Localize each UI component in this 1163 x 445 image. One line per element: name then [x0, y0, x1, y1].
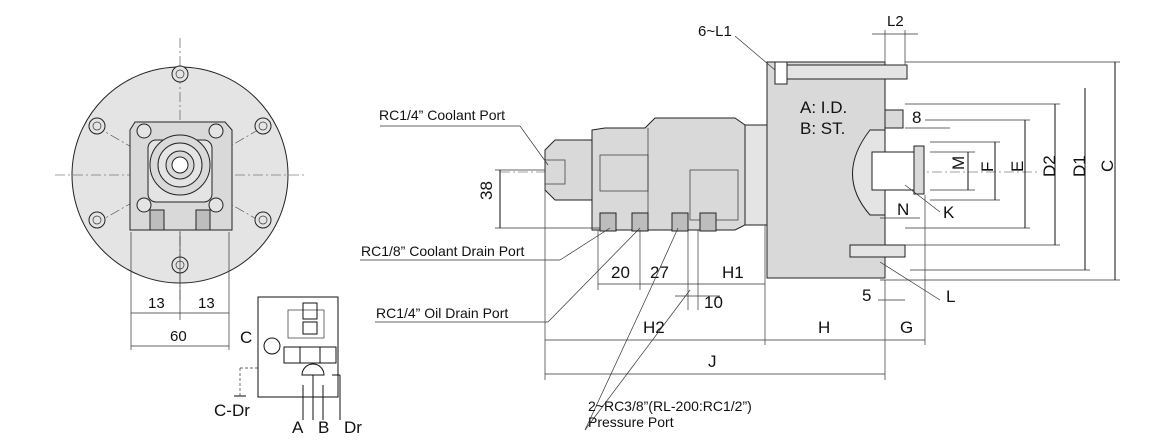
- schematic-label-b: B: [318, 418, 329, 437]
- dim-l2: L2: [887, 13, 904, 30]
- dim-60: 60: [170, 328, 187, 345]
- legend-a: A: I.D.: [800, 98, 847, 117]
- label-oil-drain-port: RC1/4” Oil Drain Port: [376, 305, 508, 321]
- label-bolt-holes: 6~L1: [698, 23, 732, 40]
- dim-h2: H2: [643, 318, 665, 337]
- front-view: 13 13 60: [55, 38, 305, 350]
- schematic-label-c: C: [240, 328, 252, 347]
- dim-d2: D2: [1040, 155, 1059, 177]
- schematic-label-a: A: [292, 418, 304, 437]
- dim-13-right: 13: [198, 295, 215, 312]
- label-pressure-port-line2: Pressure Port: [588, 414, 674, 430]
- dim-c: C: [1098, 160, 1117, 172]
- dim-k: K: [943, 203, 955, 222]
- dim-38: 38: [477, 181, 496, 200]
- legend-b: B: ST.: [800, 119, 845, 138]
- dim-13-left: 13: [148, 295, 165, 312]
- dim-20: 20: [611, 263, 630, 282]
- dim-g: G: [900, 318, 913, 337]
- side-view: A: I.D. B: ST. C D1 D2 E F M L2 6~L1: [360, 13, 1120, 431]
- dim-5: 5: [862, 286, 871, 305]
- dim-27: 27: [650, 263, 669, 282]
- hydraulic-schematic: C C-Dr A B Dr: [214, 296, 362, 437]
- flange-bolt-holes: [136, 123, 224, 213]
- dim-10: 10: [704, 293, 723, 312]
- dim-l: L: [946, 287, 955, 306]
- dim-j: J: [708, 352, 717, 371]
- dim-m: M: [949, 156, 968, 170]
- label-coolant-drain-port: RC1/8” Coolant Drain Port: [361, 243, 525, 259]
- label-pressure-port-line1: 2~RC3/8”(RL-200:RC1/2”): [588, 398, 752, 414]
- dim-n: N: [897, 200, 909, 219]
- dim-h: H: [818, 318, 830, 337]
- dim-h1: H1: [722, 263, 744, 282]
- label-coolant-port: RC1/4” Coolant Port: [379, 107, 505, 123]
- schematic-label-dr: Dr: [344, 418, 362, 437]
- schematic-label-c-dr: C-Dr: [214, 401, 250, 420]
- dim-8: 8: [912, 108, 921, 127]
- dim-d1: D1: [1070, 155, 1089, 177]
- dim-f: F: [978, 162, 997, 172]
- dim-e: E: [1008, 161, 1027, 172]
